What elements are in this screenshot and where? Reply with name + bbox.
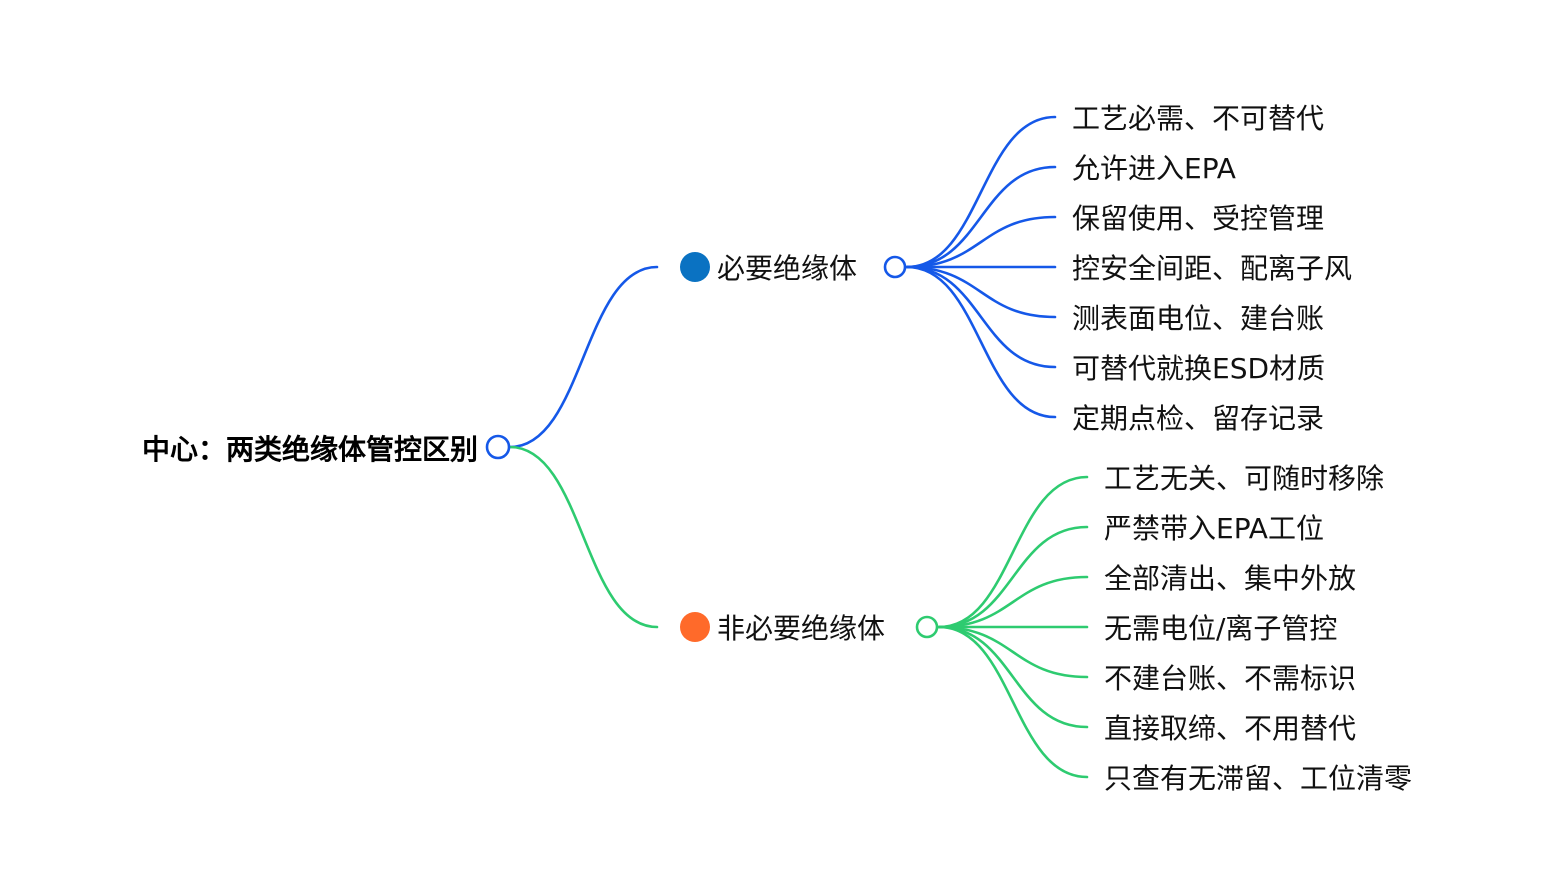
branch-to-leaf-edge bbox=[905, 265, 1057, 369]
leaf-node-label: 不建台账、不需标识 bbox=[1104, 662, 1356, 695]
branch-to-leaf-edge bbox=[905, 265, 1057, 419]
branch-to-leaf-edge bbox=[905, 215, 1057, 269]
branch-to-leaf-edge bbox=[937, 475, 1089, 629]
branch-to-leaf-edge bbox=[937, 625, 1089, 729]
root-to-branch-edge bbox=[508, 265, 659, 449]
branch-to-leaf-edge bbox=[937, 625, 1089, 779]
leaf-node-label: 无需电位/离子管控 bbox=[1104, 612, 1337, 645]
branch-marker-dot bbox=[680, 252, 710, 282]
leaf-node-label: 保留使用、受控管理 bbox=[1072, 202, 1324, 235]
branch-to-leaf-edge bbox=[937, 625, 1089, 679]
branch-to-leaf-edge bbox=[905, 165, 1057, 269]
leaf-node-label: 工艺无关、可随时移除 bbox=[1104, 462, 1384, 495]
leaf-node-label: 允许进入EPA bbox=[1072, 152, 1236, 185]
mindmap-edges bbox=[508, 115, 1089, 779]
branch-marker-dot bbox=[680, 612, 710, 642]
leaf-node-label: 工艺必需、不可替代 bbox=[1072, 102, 1324, 135]
leaf-node-label: 只查有无滞留、工位清零 bbox=[1104, 762, 1412, 795]
root-node-connector[interactable] bbox=[485, 434, 511, 460]
leaf-node-label: 定期点检、留存记录 bbox=[1072, 402, 1324, 435]
branch-node-label: 非必要绝缘体 bbox=[717, 612, 885, 645]
branch-to-leaf-edge bbox=[905, 265, 1057, 319]
leaf-node-label: 直接取缔、不用替代 bbox=[1104, 712, 1356, 745]
branch-to-leaf-edge bbox=[937, 525, 1089, 629]
branch-to-leaf-edge bbox=[905, 115, 1057, 269]
branch-node-connector[interactable] bbox=[915, 615, 939, 639]
leaf-node-label: 全部清出、集中外放 bbox=[1104, 562, 1356, 595]
root-node-label: 中心：两类绝缘体管控区别 bbox=[142, 433, 478, 466]
branch-to-leaf-edge bbox=[937, 575, 1089, 629]
branch-node-connector[interactable] bbox=[883, 255, 907, 279]
leaf-node-label: 测表面电位、建台账 bbox=[1072, 302, 1324, 335]
branch-node-label: 必要绝缘体 bbox=[717, 252, 857, 285]
leaf-node-label: 严禁带入EPA工位 bbox=[1104, 512, 1324, 545]
leaf-node-label: 控安全间距、配离子风 bbox=[1072, 252, 1352, 285]
leaf-node-label: 可替代就换ESD材质 bbox=[1072, 352, 1325, 385]
root-to-branch-edge bbox=[508, 445, 659, 629]
